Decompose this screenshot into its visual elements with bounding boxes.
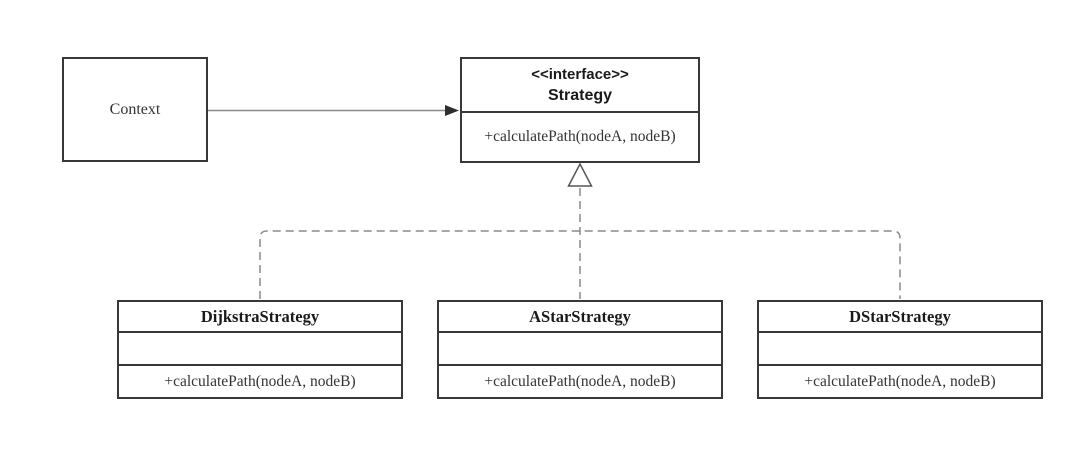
implementation-class-box-astar: AStarStrategy +calculatePath(nodeA, node… (437, 300, 723, 399)
interface-class-box: <<interface>> Strategy +calculatePath(no… (460, 57, 700, 163)
class-name: Strategy (547, 86, 613, 104)
class-name: DijkstraStrategy (119, 302, 401, 333)
method-label: +calculatePath(nodeA, nodeB) (484, 128, 676, 145)
fields-compartment (439, 333, 721, 366)
fields-compartment (119, 333, 401, 366)
class-name: Context (109, 100, 161, 118)
class-name: AStarStrategy (439, 302, 721, 333)
class-name: DStarStrategy (759, 302, 1041, 333)
arrowhead-icon (445, 105, 459, 116)
implementation-class-box-dstar: DStarStrategy +calculatePath(nodeA, node… (757, 300, 1043, 399)
fields-compartment (759, 333, 1041, 366)
stereotype-label: <<interface>> (531, 65, 629, 83)
class-header: <<interface>> Strategy (462, 59, 698, 113)
realization-line-branch (259, 230, 901, 299)
method-label: +calculatePath(nodeA, nodeB) (164, 372, 356, 390)
implementation-class-box-dijkstra: DijkstraStrategy +calculatePath(nodeA, n… (117, 300, 403, 399)
context-class-box: Context (62, 57, 208, 162)
realization-triangle-icon (567, 162, 593, 187)
method-label: +calculatePath(nodeA, nodeB) (484, 372, 676, 390)
method-label: +calculatePath(nodeA, nodeB) (804, 372, 996, 390)
association-arrow (208, 105, 459, 116)
